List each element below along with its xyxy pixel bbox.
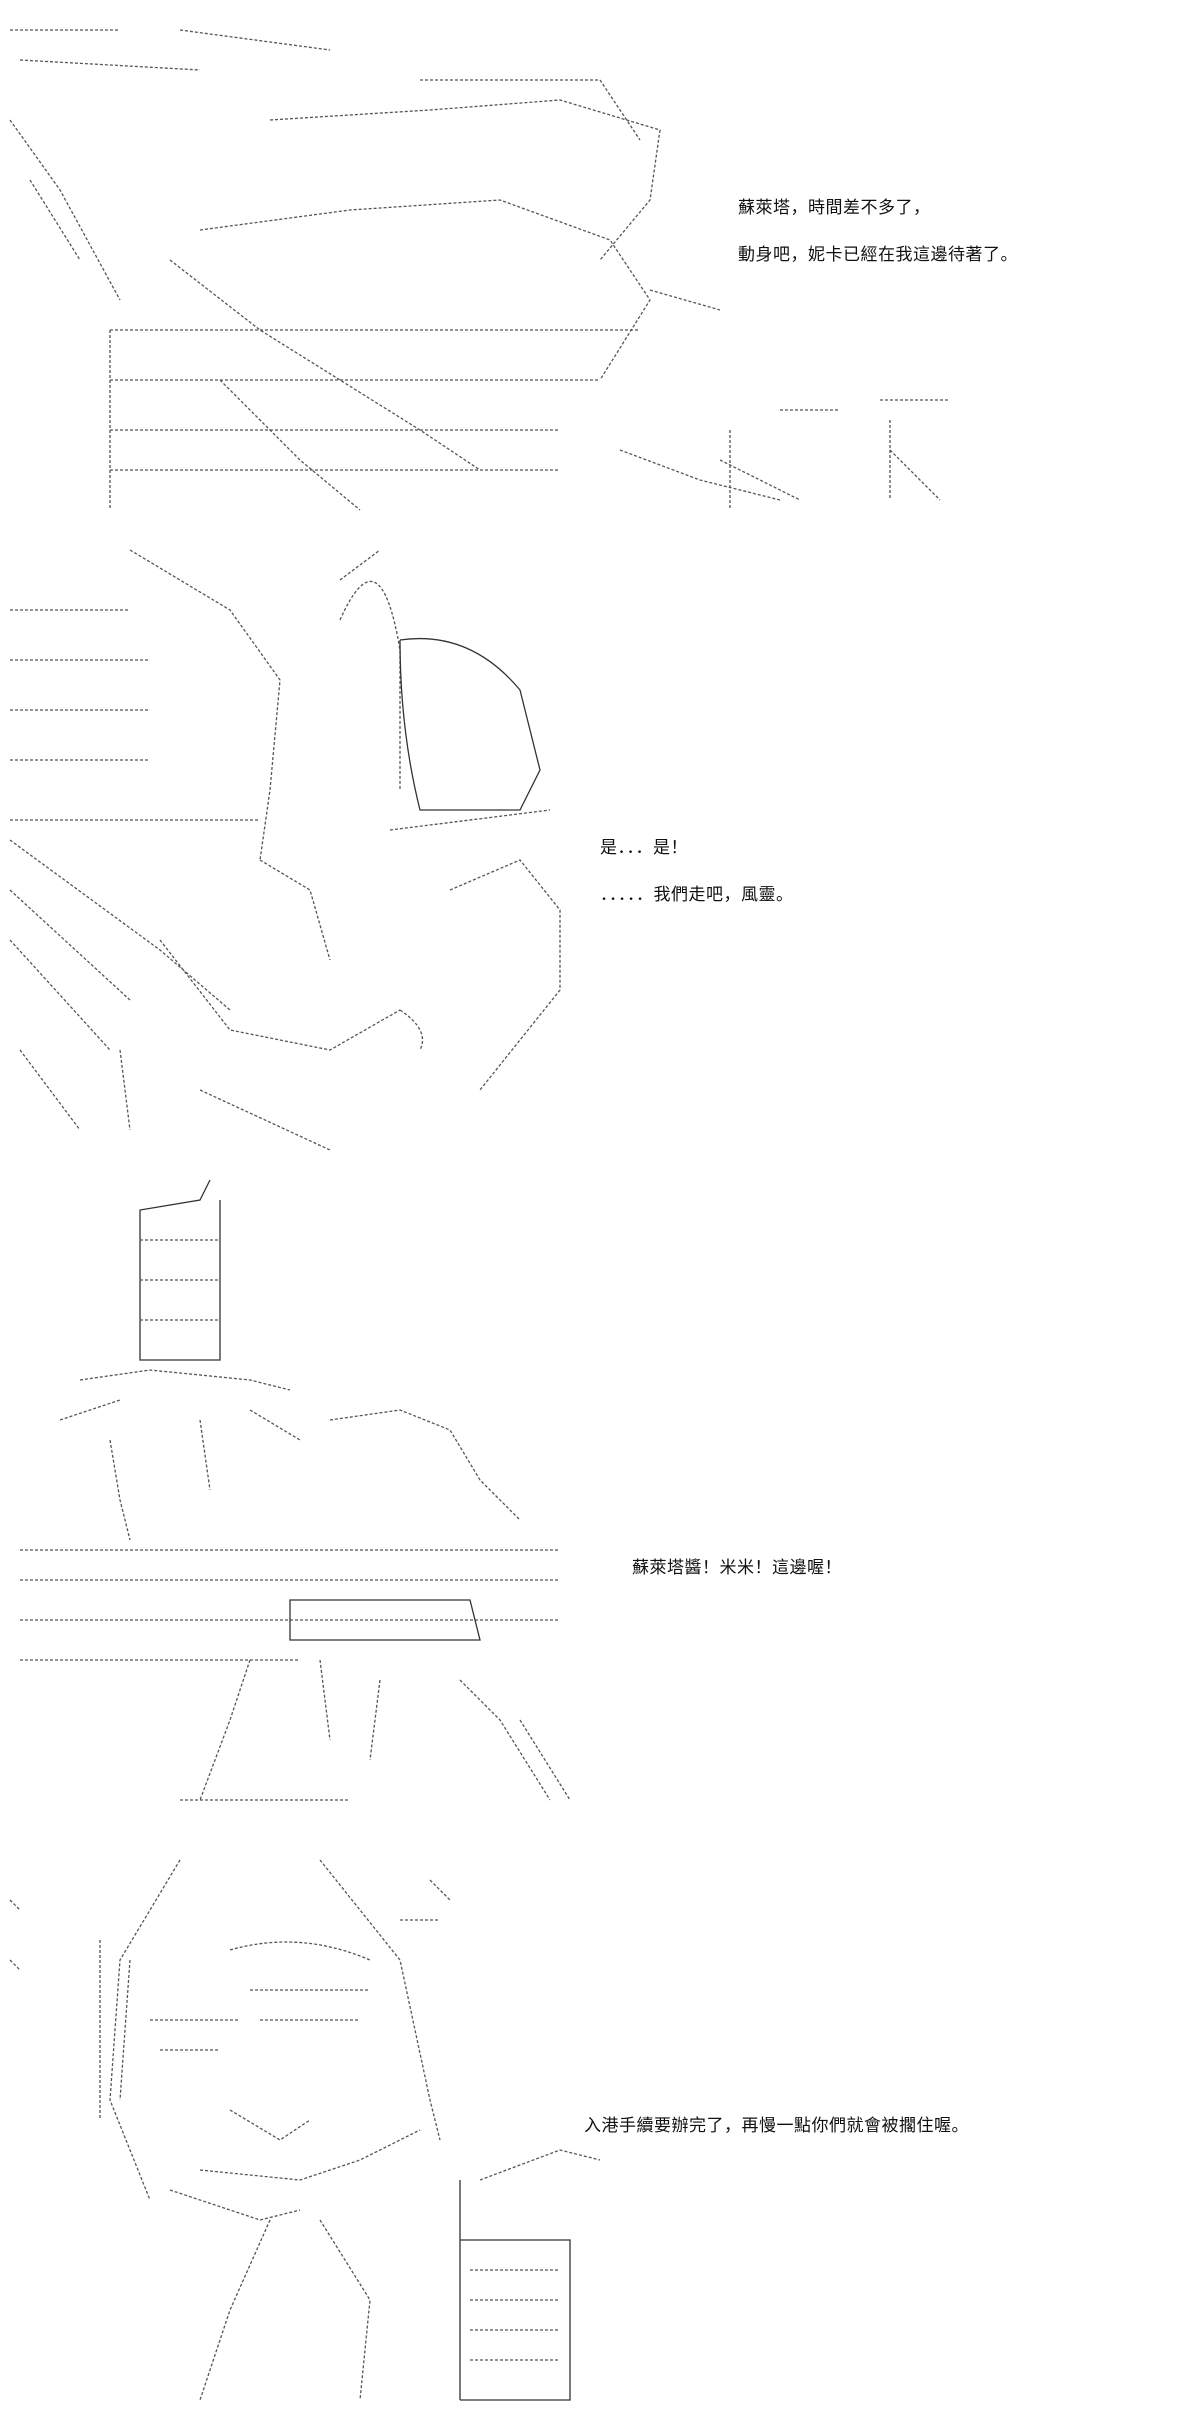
dialogue-line: 入港手續要辦完了，再慢一點你們就會被擱住喔。 <box>584 2116 969 2136</box>
ascii-art-character-portrait <box>9 1859 601 2401</box>
dialogue-line: 蘇萊塔，時間差不多了， <box>738 198 931 218</box>
dialogue-line: 蘇萊塔醬！米米！這邊喔！ <box>632 1558 842 1578</box>
ascii-art-character-cockpit <box>9 549 561 1151</box>
panel-3: 蘇萊塔醬！米米！這邊喔！ <box>0 1160 1200 1840</box>
ascii-art-character-waving <box>20 1179 571 1801</box>
dialogue-line: ．．．．．我們走吧，風靈。 <box>600 885 794 905</box>
dialogue-line: 動身吧，妮卡已經在我這邊待著了。 <box>738 245 1018 265</box>
ascii-art-ship-scene <box>9 29 950 511</box>
panel-2: 是．．．是！ ．．．．．我們走吧，風靈。 <box>0 530 1200 1160</box>
panel-1: 蘇萊塔，時間差不多了， 動身吧，妮卡已經在我這邊待著了。 <box>0 0 1200 530</box>
dialogue-line: 是．．．是！ <box>600 838 688 858</box>
panel-4: 入港手續要辦完了，再慢一點你們就會被擱住喔。 <box>0 1840 1200 2409</box>
